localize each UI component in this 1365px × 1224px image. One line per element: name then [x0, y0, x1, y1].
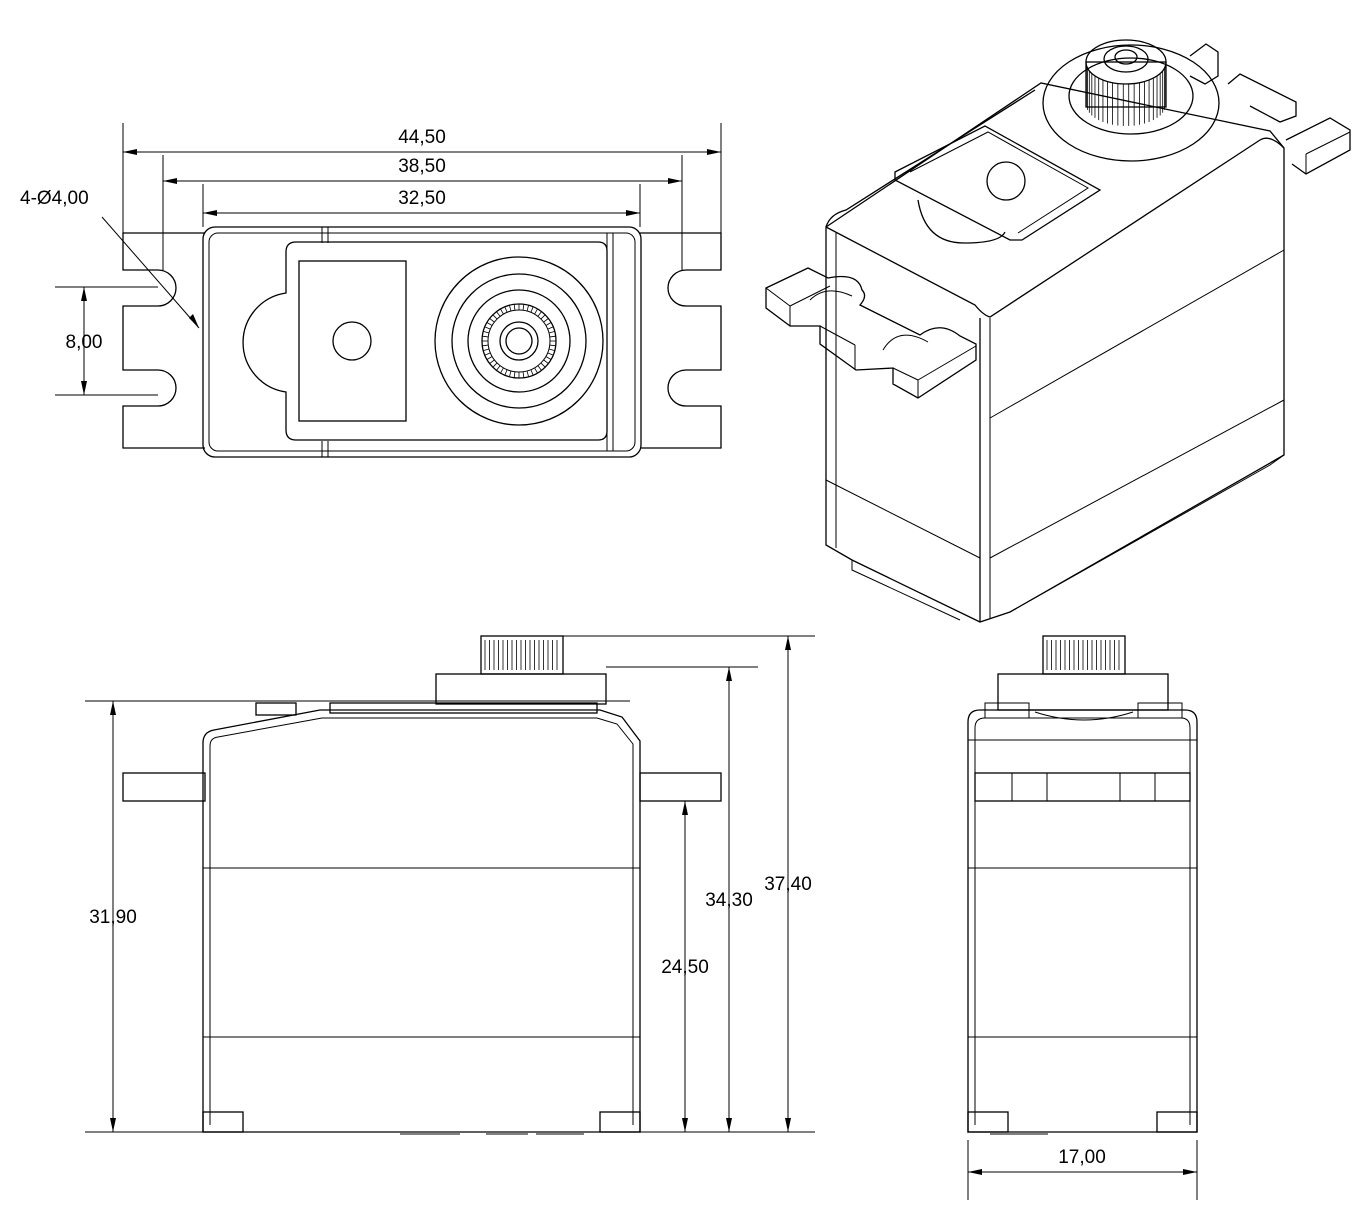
- front-view-dimensions: 31,90 24,50 34,30 37,40: [85, 635, 815, 1133]
- dim-height-to-horn-base: 34,30: [705, 890, 753, 911]
- dim-overall-width: 44,50: [398, 127, 446, 148]
- top-view-body: [202, 226, 642, 458]
- dim-body-width: 32,50: [398, 188, 446, 209]
- side-view-knurl: [1046, 640, 1120, 670]
- top-view-top-plate: [242, 241, 608, 441]
- dim-body-depth: 17,00: [1058, 1147, 1106, 1168]
- top-view: [122, 226, 722, 458]
- front-view-spline: [480, 635, 564, 675]
- front-view-horn-base: [435, 673, 607, 705]
- front-view: [122, 635, 722, 1135]
- side-view: [967, 635, 1198, 1135]
- front-view-flange-left: [122, 772, 206, 802]
- front-view-body: [202, 709, 641, 1133]
- isometric-view: [765, 39, 1351, 623]
- top-view-dimensions: 44,50 38,50 32,50 4-Ø4,00 8,00: [20, 123, 722, 396]
- dim-body-height: 31,90: [89, 907, 137, 928]
- top-view-label-plate: [298, 260, 407, 422]
- top-view-flange: [122, 232, 205, 449]
- iso-label-plate: [894, 125, 1102, 241]
- dim-hole-spacing: 38,50: [398, 156, 446, 177]
- top-view-horn-screw: [505, 327, 533, 355]
- top-view-gear-boss: [332, 321, 372, 361]
- front-view-knurl: [484, 640, 558, 670]
- front-view-flange-right: [639, 772, 722, 802]
- dim-hole-diameter: 4-Ø4,00: [20, 188, 89, 209]
- iso-flange-left: [765, 267, 977, 399]
- side-view-flange: [974, 772, 1191, 802]
- dim-hole-pitch: 8,00: [66, 332, 103, 353]
- side-view-body: [967, 709, 1198, 1133]
- top-view-knurl: [482, 304, 556, 378]
- iso-tab-right-upper: [1189, 43, 1219, 85]
- iso-knurl: [1085, 62, 1167, 126]
- dim-flange-height: 24,50: [661, 957, 709, 978]
- iso-tab-right-lower: [1227, 73, 1297, 123]
- side-view-horn-base: [997, 673, 1169, 711]
- side-view-dimensions: 17,00: [967, 1140, 1198, 1200]
- dim-total-height: 37,40: [764, 874, 812, 895]
- top-view-flange-right: [640, 232, 722, 449]
- iso-body-outline: [825, 82, 1285, 623]
- iso-gear-boss: [986, 161, 1026, 201]
- side-view-spline: [1042, 635, 1126, 675]
